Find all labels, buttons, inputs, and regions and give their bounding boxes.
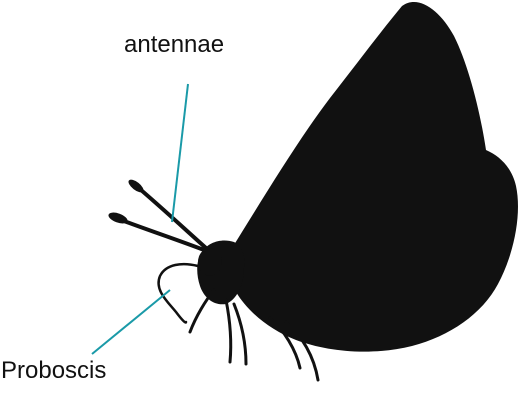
proboscis-label: Proboscis <box>1 359 106 383</box>
proboscis-leader-line <box>92 290 170 354</box>
head <box>198 248 222 276</box>
antennae-leader-line <box>172 84 188 222</box>
leg-middle-2 <box>234 304 246 364</box>
leg-front <box>190 290 214 332</box>
leg-middle <box>226 300 231 362</box>
antennae-label: antennae <box>124 33 224 57</box>
hind-wing <box>228 2 518 352</box>
